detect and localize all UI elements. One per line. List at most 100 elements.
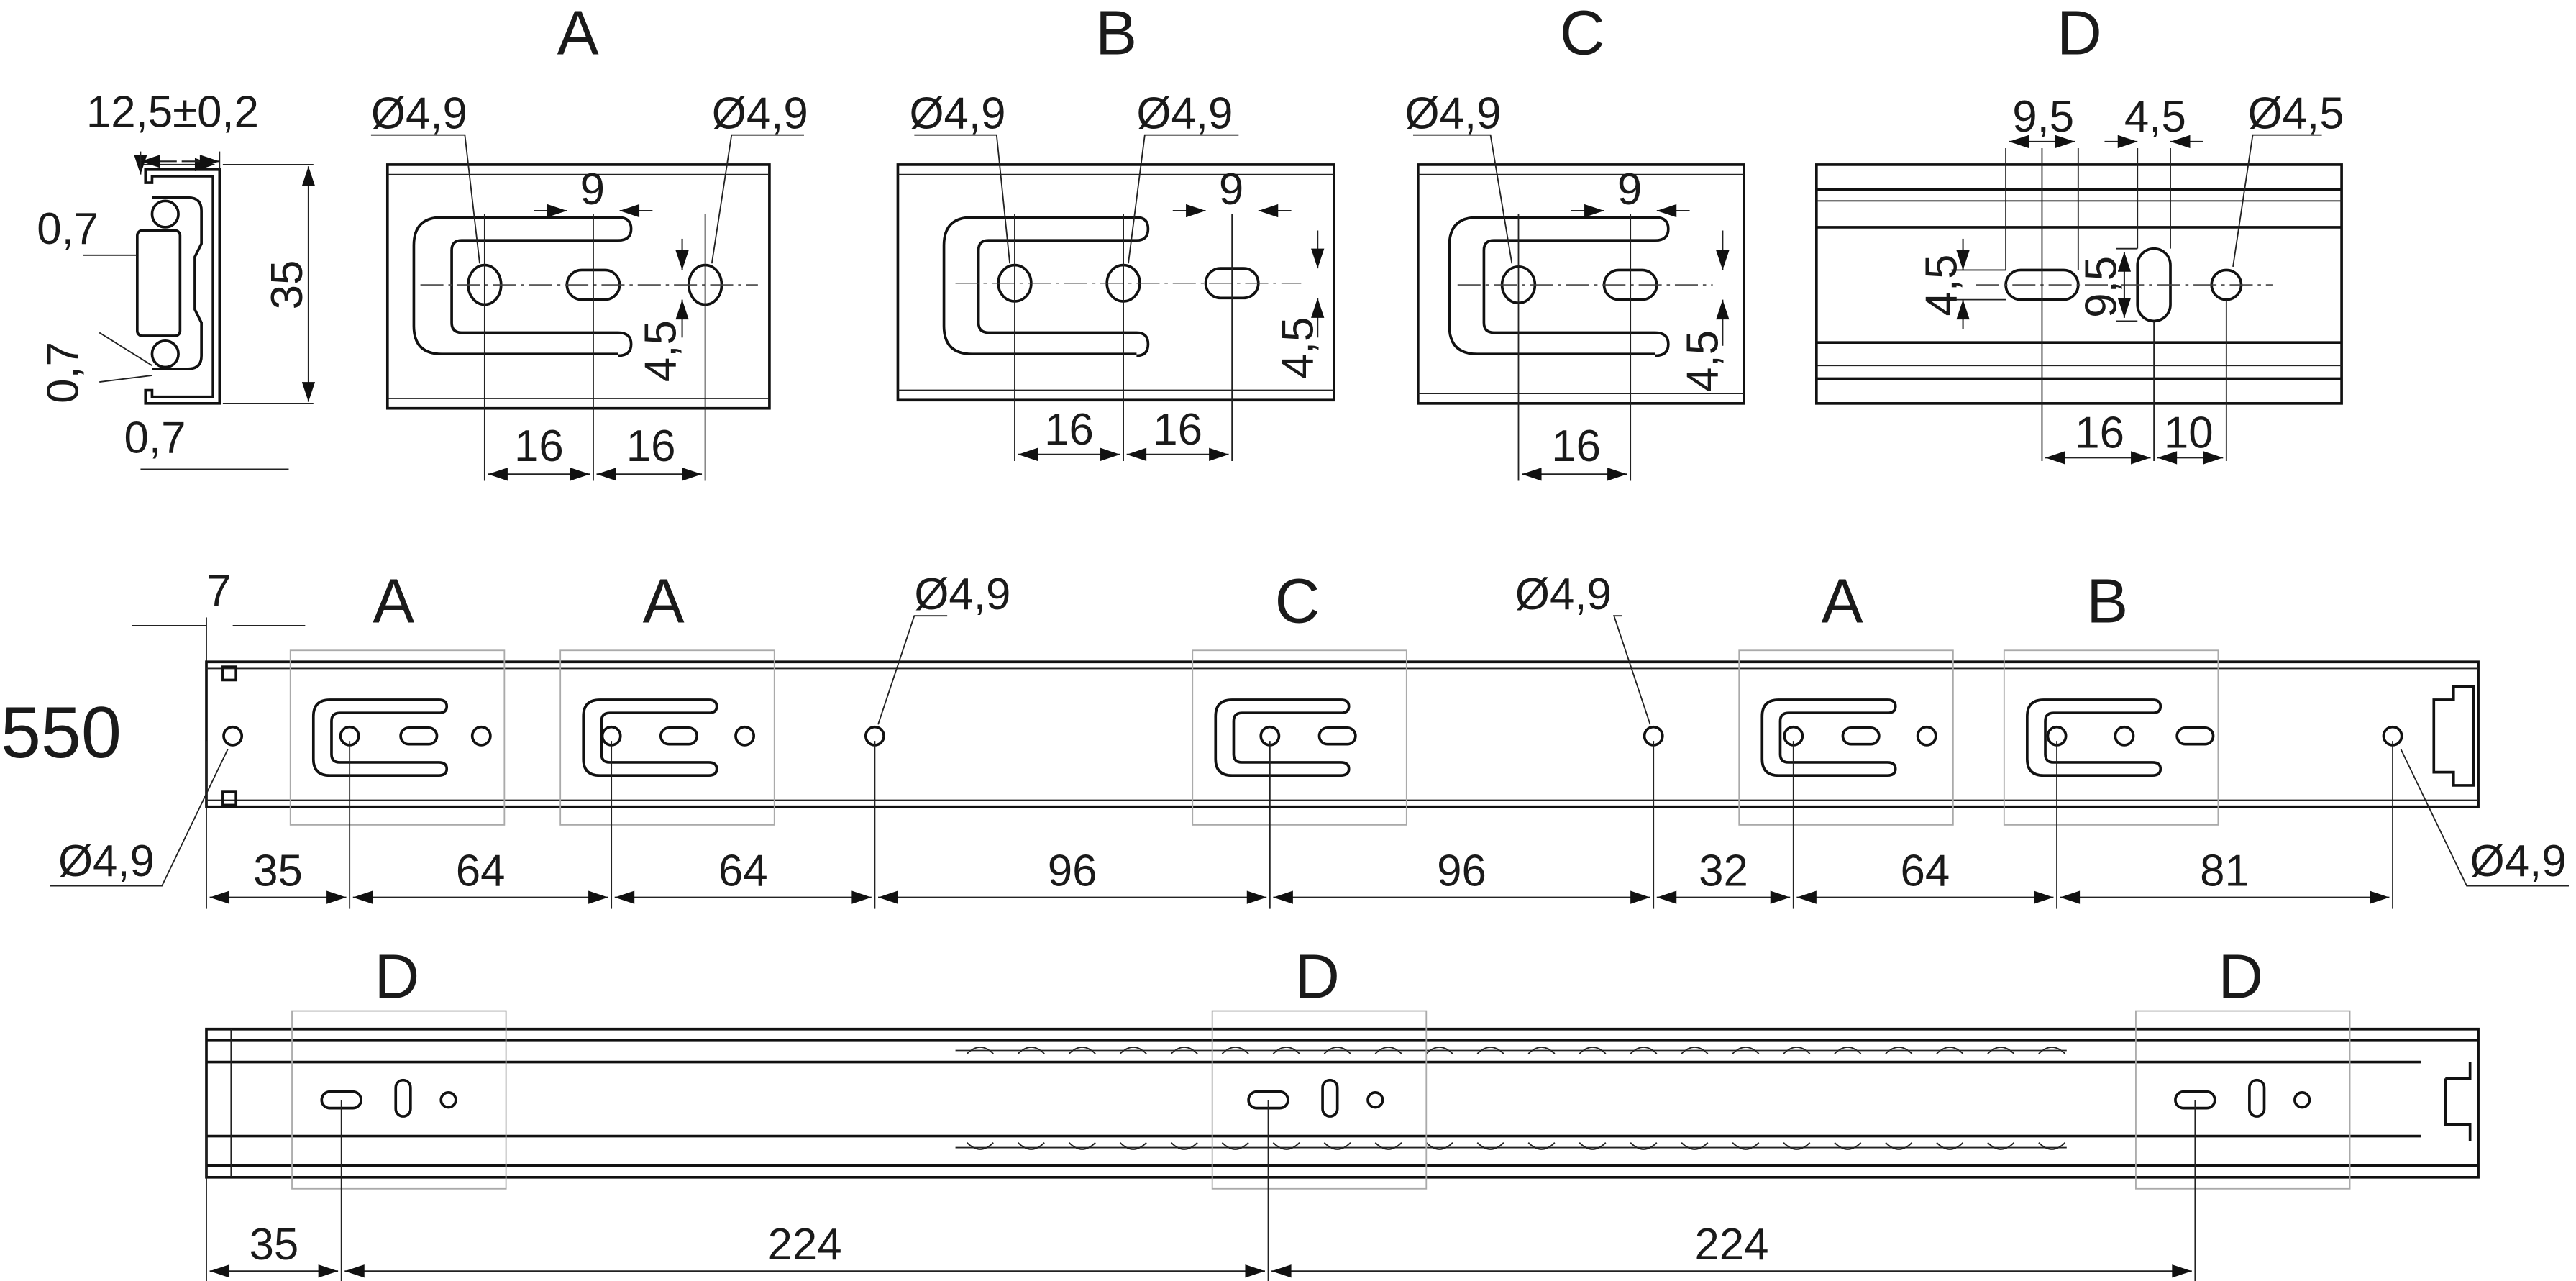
detail-c-spacing: 16 bbox=[1551, 421, 1601, 471]
ball-bearing bbox=[1936, 1047, 1964, 1150]
rail-hole-label-2: Ø4,9 bbox=[1515, 570, 1612, 619]
detail-b-hole-left-label: Ø4,9 bbox=[909, 89, 1005, 139]
spacing-dim: 32 bbox=[1699, 847, 1748, 896]
section-label: C bbox=[1275, 566, 1320, 636]
mount-slot-vertical bbox=[1321, 1078, 1339, 1118]
mount-hole bbox=[1366, 1091, 1384, 1109]
detail-d-slot-h-length: 9,5 bbox=[2012, 92, 2074, 142]
ball-bearing bbox=[1425, 1047, 1453, 1150]
mount-slot-vertical bbox=[2248, 1078, 2266, 1118]
section-frame bbox=[2003, 649, 2219, 826]
rail-offset-dim: 7 bbox=[206, 566, 231, 616]
rail-hole-label-3: Ø4,9 bbox=[58, 836, 155, 886]
bracket-outline bbox=[1760, 698, 1897, 778]
ball-bearing bbox=[2038, 1047, 2066, 1150]
spacing-dim: 35 bbox=[249, 1220, 298, 1269]
section-frame bbox=[1738, 649, 1954, 826]
detail-b-spacing-2: 16 bbox=[1153, 405, 1202, 455]
section-frame bbox=[559, 649, 775, 826]
section-frame bbox=[2135, 1010, 2351, 1190]
mount-hole bbox=[222, 725, 244, 747]
mount-slot bbox=[399, 726, 439, 746]
section-label: A bbox=[643, 566, 685, 636]
ball-bearing bbox=[1885, 1047, 1913, 1150]
spacing-dim: 64 bbox=[456, 847, 506, 896]
ball-bearing bbox=[1323, 1047, 1351, 1150]
ball-bearing bbox=[1579, 1047, 1607, 1150]
section-frame bbox=[1192, 649, 1407, 826]
section-label: A bbox=[1822, 566, 1863, 636]
mount-hole bbox=[2293, 1091, 2311, 1109]
ball-bearing bbox=[1119, 1047, 1147, 1150]
detail-d-hole-label: Ø4,5 bbox=[2248, 89, 2344, 139]
detail-a-slot-height: 4,5 bbox=[636, 320, 685, 382]
ball-bearing bbox=[1272, 1047, 1300, 1150]
detail-a-hole-left-label: Ø4,9 bbox=[371, 89, 467, 139]
detail-c-slot-height: 4,5 bbox=[1678, 330, 1727, 392]
detail-a-hole-right-label: Ø4,9 bbox=[712, 89, 808, 139]
mount-slot-vertical bbox=[394, 1078, 412, 1118]
profile-wall-side-dim: 0,7 bbox=[38, 342, 88, 404]
mount-hole bbox=[470, 725, 492, 747]
detail-c-hole-label: Ø4,9 bbox=[1405, 89, 1502, 139]
detail-b-spacing-1: 16 bbox=[1044, 405, 1094, 455]
ball-bearing bbox=[1476, 1047, 1504, 1150]
detail-b: B 16 16 9 4,5 Ø4,9 Ø4,9 bbox=[896, 0, 1335, 461]
detail-b-hole-mid-label: Ø4,9 bbox=[1136, 89, 1233, 139]
ball-bearing bbox=[1834, 1047, 1862, 1150]
detail-d-slot-v-length: 9,5 bbox=[2076, 256, 2126, 318]
profile-cross-section: 12,5±0,2 35 0,7 0,7 0,7 bbox=[37, 87, 316, 470]
section-frame bbox=[289, 649, 506, 826]
rail-hole-label-4: Ø4,9 bbox=[2470, 836, 2567, 886]
detail-d-label: D bbox=[2057, 0, 2102, 68]
spacing-dim: 224 bbox=[768, 1220, 842, 1269]
ball-bearing bbox=[1068, 1047, 1096, 1150]
section-label: D bbox=[374, 942, 419, 1011]
section-label: A bbox=[373, 566, 414, 636]
rail-hole-label-1: Ø4,9 bbox=[914, 570, 1010, 619]
ball-bearing bbox=[1017, 1047, 1045, 1150]
spacing-dim: 96 bbox=[1437, 847, 1486, 896]
spacing-dim: 96 bbox=[1048, 847, 1097, 896]
spacing-dim: 81 bbox=[2200, 847, 2250, 896]
ball-bearing bbox=[966, 1047, 994, 1150]
ball-bearing bbox=[1221, 1047, 1249, 1150]
bracket-outline bbox=[1214, 698, 1351, 778]
mount-slot bbox=[2175, 726, 2215, 746]
mount-hole bbox=[734, 725, 755, 747]
ball-bearing bbox=[1987, 1047, 2015, 1150]
profile-width-dim: 12,5±0,2 bbox=[86, 87, 259, 137]
detail-d-spacing-2: 10 bbox=[2164, 409, 2214, 458]
detail-b-slot-height: 4,5 bbox=[1273, 317, 1323, 379]
spacing-dim: 35 bbox=[253, 847, 303, 896]
detail-c: C 16 9 4,5 Ø4,9 bbox=[1405, 0, 1745, 481]
detail-a-spacing-1: 16 bbox=[514, 421, 564, 471]
ball-bearing bbox=[1732, 1047, 1760, 1150]
mount-hole bbox=[2114, 725, 2135, 747]
spacing-dim: 64 bbox=[718, 847, 768, 896]
section-label: D bbox=[2218, 942, 2263, 1011]
detail-a-label: A bbox=[557, 0, 599, 68]
profile-wall-top-dim: 0,7 bbox=[37, 204, 99, 254]
detail-a: A 16 16 9 4,5 Ø4,9 Ø4,9 bbox=[370, 0, 808, 481]
detail-d-slot-h-height: 4,5 bbox=[1917, 255, 1966, 316]
section-label: B bbox=[2086, 566, 2128, 636]
ball-bearing bbox=[1170, 1047, 1198, 1150]
mount-hole bbox=[1916, 725, 1937, 747]
ball-bearing bbox=[1527, 1047, 1556, 1150]
spacing-dim: 224 bbox=[1694, 1220, 1768, 1269]
detail-d-slot-v-width: 4,5 bbox=[2124, 92, 2186, 142]
detail-d-spacing-1: 16 bbox=[2075, 409, 2124, 458]
section-frame bbox=[1211, 1010, 1428, 1190]
ball-bearing bbox=[1783, 1047, 1811, 1150]
profile-wall-bottom-dim: 0,7 bbox=[124, 414, 186, 463]
bracket-outline bbox=[2026, 698, 2162, 778]
detail-a-slot-length: 9 bbox=[580, 165, 605, 214]
bracket-outline bbox=[582, 698, 718, 778]
detail-b-label: B bbox=[1095, 0, 1137, 68]
rail-length-label: 550 bbox=[1, 693, 122, 773]
mount-slot bbox=[659, 726, 699, 746]
